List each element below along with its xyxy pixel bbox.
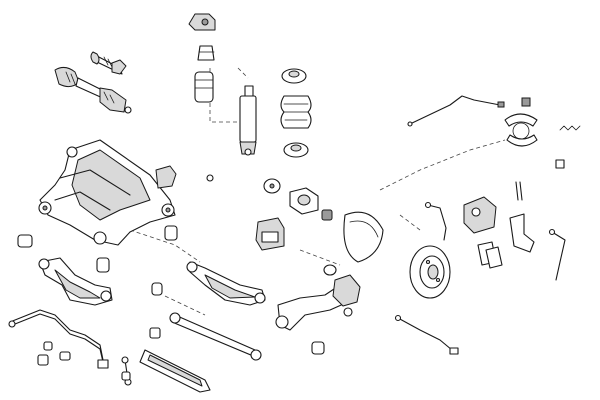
brake-pads (477, 241, 503, 269)
wheel-carrier (332, 274, 361, 317)
brake-shield (343, 211, 384, 263)
dust-boot (194, 71, 214, 103)
spring-seat-upper (281, 68, 307, 84)
brake-disc (409, 245, 451, 299)
bump-stop-small (197, 45, 215, 61)
lateral-link (139, 349, 211, 393)
coil-spring-boot (280, 95, 312, 129)
stop-washer (323, 264, 337, 276)
drop-link (121, 356, 132, 386)
spring-seat-lower (283, 142, 309, 158)
brake-caliper (463, 196, 497, 234)
parking-brake-shoes (504, 113, 538, 147)
anti-roll-bar (8, 309, 109, 369)
rear-subframe (38, 139, 176, 246)
drive-shaft-upper (90, 51, 127, 75)
caliper-bracket (509, 213, 535, 253)
bolt (521, 97, 565, 169)
bushing-center (151, 282, 163, 296)
rubber-mount (263, 178, 281, 194)
lower-control-arm (186, 261, 266, 306)
trailing-arm-left (38, 257, 113, 306)
brake-hose (424, 201, 447, 241)
return-spring (559, 125, 581, 131)
small-bushings (37, 327, 161, 366)
toe-link (169, 312, 262, 361)
small-hardware (43, 174, 214, 381)
drive-shaft-lower (54, 66, 132, 114)
subframe-mount (155, 165, 178, 241)
parking-brake-cable (407, 95, 505, 127)
wear-sensor (548, 228, 566, 281)
bushing-left (17, 234, 110, 273)
diff-mount (255, 217, 285, 251)
shock-absorber (239, 85, 257, 156)
abs-sensor (394, 314, 459, 355)
bleed-valve (515, 181, 523, 201)
shock-top-mount (188, 13, 216, 31)
nut (321, 209, 333, 221)
hydro-bushing (289, 187, 319, 215)
